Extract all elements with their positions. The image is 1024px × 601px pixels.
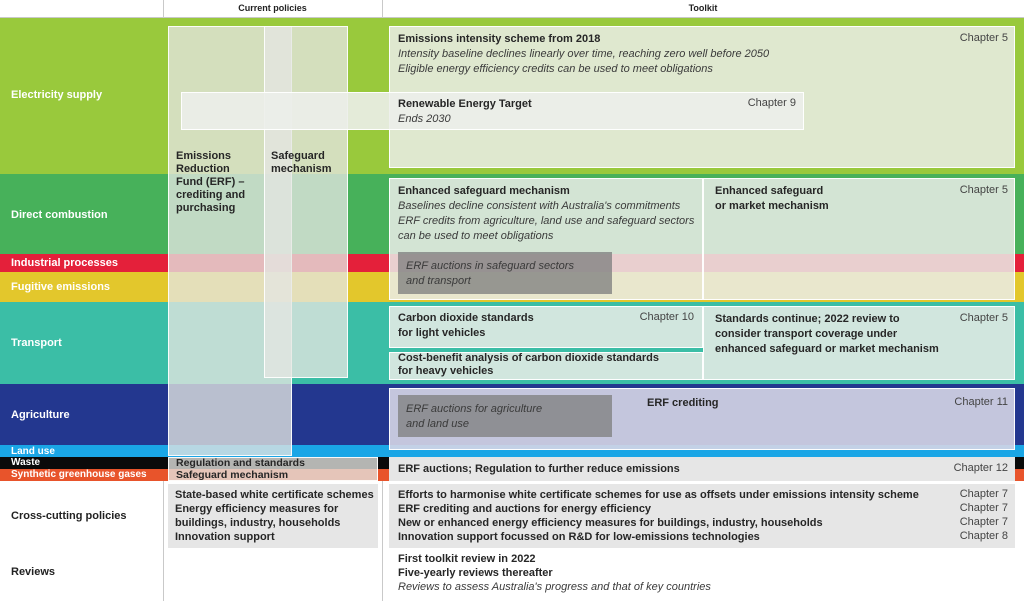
current-erf-line: crediting and bbox=[176, 189, 246, 201]
toolkit-standards-line3: enhanced safeguard or market mechanism bbox=[715, 343, 939, 355]
toolkit-co2-heavy-line1: Cost-benefit analysis of carbon dioxide … bbox=[398, 352, 659, 364]
toolkit-enhanced-safeguard-line2: ERF credits from agriculture, land use a… bbox=[398, 215, 695, 227]
header-current-policies: Current policies bbox=[238, 3, 307, 13]
current-waste-text: Regulation and standards Safeguard mecha… bbox=[176, 457, 305, 481]
toolkit-enhanced-market-box bbox=[703, 178, 1015, 300]
header-rule bbox=[0, 17, 1024, 18]
toolkit-enhanced-market-line1: Enhanced safeguard bbox=[715, 185, 824, 197]
row-label-reviews: Reviews bbox=[11, 566, 56, 578]
toolkit-intensity-chapter: Chapter 5 bbox=[959, 32, 1008, 44]
toolkit-erf-safeguard-line1: ERF auctions in safeguard sectors bbox=[406, 260, 574, 272]
toolkit-erf-agri-line2: and land use bbox=[406, 418, 469, 430]
toolkit-co2-heavy-line2: for heavy vehicles bbox=[398, 365, 494, 377]
toolkit-reviews-line3: Reviews to assess Australia's progress a… bbox=[398, 581, 711, 593]
current-erf-line: Fund (ERF) – bbox=[176, 176, 245, 188]
toolkit-cross-item: Innovation support focussed on R&D for l… bbox=[398, 531, 760, 543]
row-label-electricity: Electricity supply bbox=[11, 89, 103, 101]
toolkit-cross-chapter: Chapter 7 bbox=[959, 502, 1008, 514]
toolkit-cross-item: Efforts to harmonise white certificate s… bbox=[398, 489, 919, 501]
current-cross-line: buildings, industry, households bbox=[175, 517, 341, 529]
current-erf-line: Emissions bbox=[176, 150, 232, 162]
current-erf-line: Reduction bbox=[176, 163, 230, 175]
current-erf-label: Emissions Reduction Fund (ERF) – crediti… bbox=[176, 150, 276, 215]
toolkit-intensity-line1: Intensity baseline declines linearly ove… bbox=[398, 48, 770, 60]
current-erf-line: purchasing bbox=[176, 202, 236, 214]
toolkit-co2-light-chapter: Chapter 10 bbox=[639, 311, 694, 323]
toolkit-cross-item: New or enhanced energy efficiency measur… bbox=[398, 517, 823, 529]
toolkit-standards-line2: consider transport coverage under bbox=[715, 328, 898, 340]
current-waste-line: Regulation and standards bbox=[176, 457, 305, 469]
toolkit-cross-chapter: Chapter 8 bbox=[959, 530, 1008, 542]
row-label-waste: Waste bbox=[11, 457, 41, 468]
toolkit-waste-chapter: Chapter 12 bbox=[953, 462, 1008, 474]
current-safeguard-line: Safeguard bbox=[271, 150, 325, 162]
toolkit-standards-continue-box bbox=[703, 306, 1015, 380]
current-cross-text: State-based white certificate schemes En… bbox=[175, 488, 374, 544]
toolkit-cross-chapter: Chapter 7 bbox=[959, 516, 1008, 528]
toolkit-reviews-line1: First toolkit review in 2022 bbox=[398, 553, 536, 565]
row-label-land-use: Land use bbox=[11, 446, 55, 457]
row-label-transport: Transport bbox=[11, 337, 62, 349]
toolkit-erf-crediting-title: ERF crediting bbox=[647, 397, 719, 409]
current-cross-line: State-based white certificate schemes bbox=[175, 489, 374, 501]
toolkit-standards-chapter: Chapter 5 bbox=[959, 312, 1008, 324]
toolkit-cross-item: ERF crediting and auctions for energy ef… bbox=[398, 503, 652, 515]
row-label-fugitive: Fugitive emissions bbox=[11, 281, 111, 293]
toolkit-co2-light-line2: for light vehicles bbox=[398, 327, 486, 339]
current-safeguard-column bbox=[264, 26, 348, 378]
toolkit-standards-line1: Standards continue; 2022 review to bbox=[715, 313, 900, 325]
header-toolkit: Toolkit bbox=[688, 3, 718, 13]
current-cross-box bbox=[168, 484, 378, 548]
toolkit-co2-light-box bbox=[389, 306, 703, 348]
toolkit-erf-safeguard-box bbox=[398, 252, 612, 294]
current-waste-box bbox=[168, 457, 378, 481]
toolkit-enhanced-safeguard-title: Enhanced safeguard mechanism bbox=[398, 185, 570, 197]
toolkit-waste-box bbox=[389, 457, 1015, 481]
toolkit-ret-box bbox=[181, 92, 804, 130]
current-safeguard-line: mechanism bbox=[271, 163, 332, 175]
toolkit-erf-agri-line1: ERF auctions for agriculture bbox=[406, 403, 543, 415]
toolkit-cross-chapter: Chapter 7 bbox=[959, 488, 1008, 500]
current-cross-line: Innovation support bbox=[175, 531, 275, 543]
toolkit-ret-sub: Ends 2030 bbox=[398, 113, 451, 125]
current-cross-line: Energy efficiency measures for bbox=[175, 503, 339, 515]
row-label-cross-cutting: Cross-cutting policies bbox=[11, 510, 127, 522]
current-safeguard-label: Safeguard mechanism bbox=[271, 150, 351, 176]
toolkit-intensity-line2: Eligible energy efficiency credits can b… bbox=[398, 63, 713, 75]
toolkit-enhanced-market-chapter: Chapter 5 bbox=[959, 184, 1008, 196]
row-label-agriculture: Agriculture bbox=[11, 409, 70, 421]
row-label-direct-combustion: Direct combustion bbox=[11, 209, 108, 221]
toolkit-co2-heavy-box bbox=[389, 352, 703, 380]
toolkit-waste-title: ERF auctions; Regulation to further redu… bbox=[398, 463, 680, 475]
toolkit-erf-crediting-chapter: Chapter 11 bbox=[954, 396, 1008, 408]
toolkit-co2-light-line1: Carbon dioxide standards bbox=[398, 312, 534, 324]
row-label-synthetic: Synthetic greenhouse gases bbox=[11, 469, 147, 480]
toolkit-reviews-line2: Five-yearly reviews thereafter bbox=[398, 567, 553, 579]
toolkit-ret-chapter: Chapter 9 bbox=[747, 97, 796, 109]
toolkit-enhanced-market-line2: or market mechanism bbox=[715, 200, 829, 212]
current-waste-line: Safeguard mechanism bbox=[176, 469, 289, 481]
toolkit-erf-agri-box bbox=[398, 395, 612, 437]
toolkit-cross-box bbox=[389, 484, 1015, 548]
toolkit-enhanced-safeguard-line3: can be used to meet obligations bbox=[398, 230, 554, 242]
toolkit-intensity-title: Emissions intensity scheme from 2018 bbox=[398, 33, 601, 45]
toolkit-ret-title: Renewable Energy Target bbox=[398, 98, 532, 110]
toolkit-enhanced-safeguard-line1: Baselines decline consistent with Austra… bbox=[398, 200, 681, 212]
row-label-industrial: Industrial processes bbox=[11, 257, 118, 269]
toolkit-erf-safeguard-line2: and transport bbox=[406, 275, 471, 287]
